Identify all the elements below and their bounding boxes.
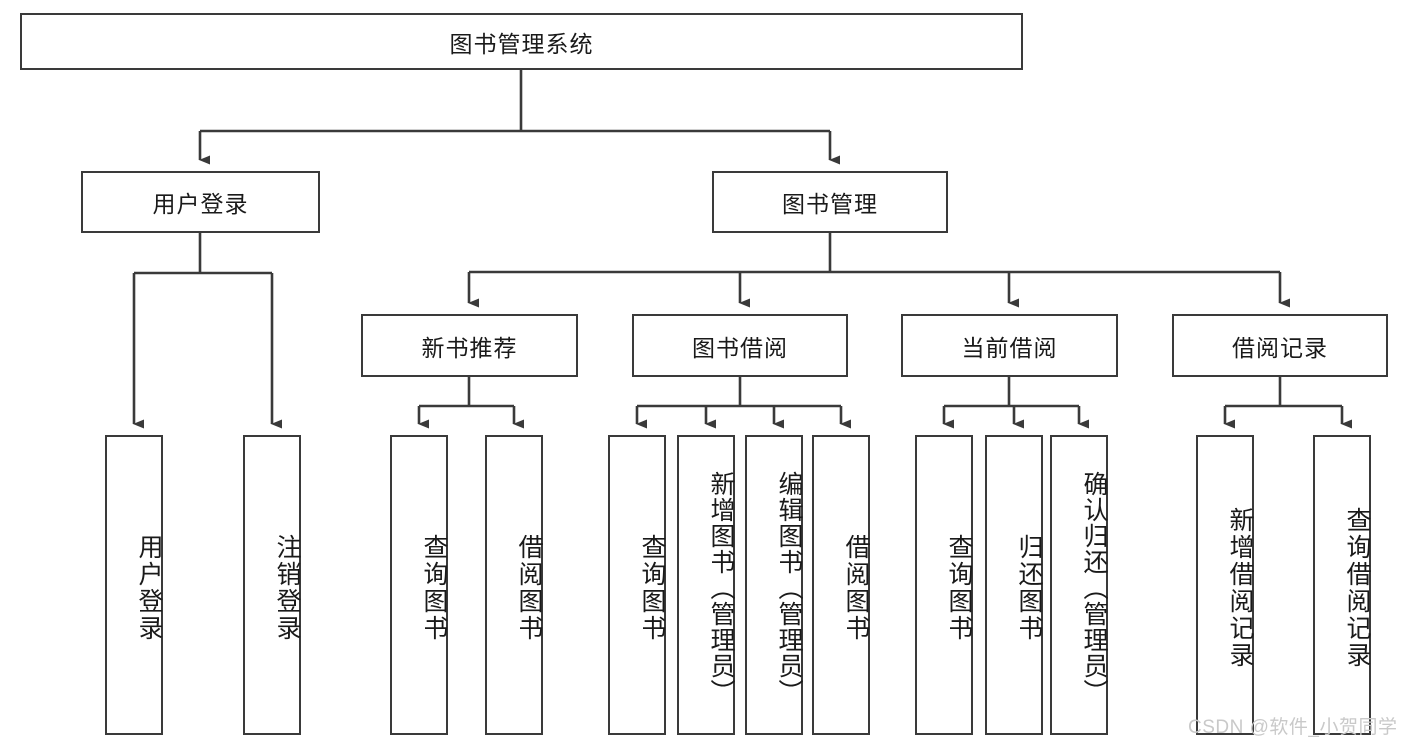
node-leaf-borrow-book-1-label: 借阅图书 (515, 534, 543, 642)
node-new-book-rec[interactable]: 新书推荐 (361, 314, 578, 377)
node-leaf-query-record[interactable]: 查询借阅记录 (1313, 435, 1371, 735)
node-book-manage-label: 图书管理 (782, 191, 878, 217)
node-leaf-add-book[interactable]: 新增图书（管理员） (677, 435, 735, 735)
node-leaf-borrow-book-1[interactable]: 借阅图书 (485, 435, 543, 735)
node-leaf-logout[interactable]: 注销登录 (243, 435, 301, 735)
node-leaf-query-record-label: 查询借阅记录 (1343, 507, 1371, 669)
node-leaf-query-book-2-label: 查询图书 (638, 534, 666, 642)
node-leaf-query-book-2[interactable]: 查询图书 (608, 435, 666, 735)
node-book-borrow[interactable]: 图书借阅 (632, 314, 848, 377)
node-user-login-label: 用户登录 (152, 191, 249, 217)
node-leaf-query-book-3[interactable]: 查询图书 (915, 435, 973, 735)
node-leaf-query-book-3-label: 查询图书 (945, 534, 973, 642)
node-leaf-borrow-book-2[interactable]: 借阅图书 (812, 435, 870, 735)
csdn-watermark: CSDN @软件_小贺同学 (1188, 717, 1398, 738)
node-leaf-return-book[interactable]: 归还图书 (985, 435, 1043, 735)
node-root[interactable]: 图书管理系统 (20, 13, 1023, 70)
node-leaf-confirm-return-label: 确认归还（管理员） (1080, 471, 1108, 705)
node-leaf-return-book-label: 归还图书 (1015, 534, 1043, 642)
node-new-book-rec-label: 新书推荐 (421, 334, 518, 361)
node-leaf-add-record-label: 新增借阅记录 (1226, 507, 1254, 669)
node-leaf-user-login-label: 用户登录 (135, 534, 163, 642)
node-leaf-query-book-1[interactable]: 查询图书 (390, 435, 448, 735)
node-book-manage[interactable]: 图书管理 (712, 171, 948, 233)
node-borrow-record[interactable]: 借阅记录 (1172, 314, 1388, 377)
node-borrow-record-label: 借阅记录 (1232, 334, 1328, 361)
node-leaf-add-record[interactable]: 新增借阅记录 (1196, 435, 1254, 735)
node-current-borrow[interactable]: 当前借阅 (901, 314, 1118, 377)
node-leaf-edit-book[interactable]: 编辑图书（管理员） (745, 435, 803, 735)
node-leaf-add-book-label: 新增图书（管理员） (707, 471, 735, 705)
node-user-login[interactable]: 用户登录 (81, 171, 320, 233)
node-leaf-borrow-book-2-label: 借阅图书 (842, 534, 870, 642)
node-leaf-confirm-return[interactable]: 确认归还（管理员） (1050, 435, 1108, 735)
node-leaf-edit-book-label: 编辑图书（管理员） (775, 471, 803, 705)
node-current-borrow-label: 当前借阅 (961, 334, 1058, 361)
node-leaf-query-book-1-label: 查询图书 (420, 534, 448, 642)
node-root-label: 图书管理系统 (449, 30, 594, 57)
node-leaf-user-login[interactable]: 用户登录 (105, 435, 163, 735)
node-leaf-logout-label: 注销登录 (273, 534, 301, 642)
node-book-borrow-label: 图书借阅 (692, 334, 788, 361)
